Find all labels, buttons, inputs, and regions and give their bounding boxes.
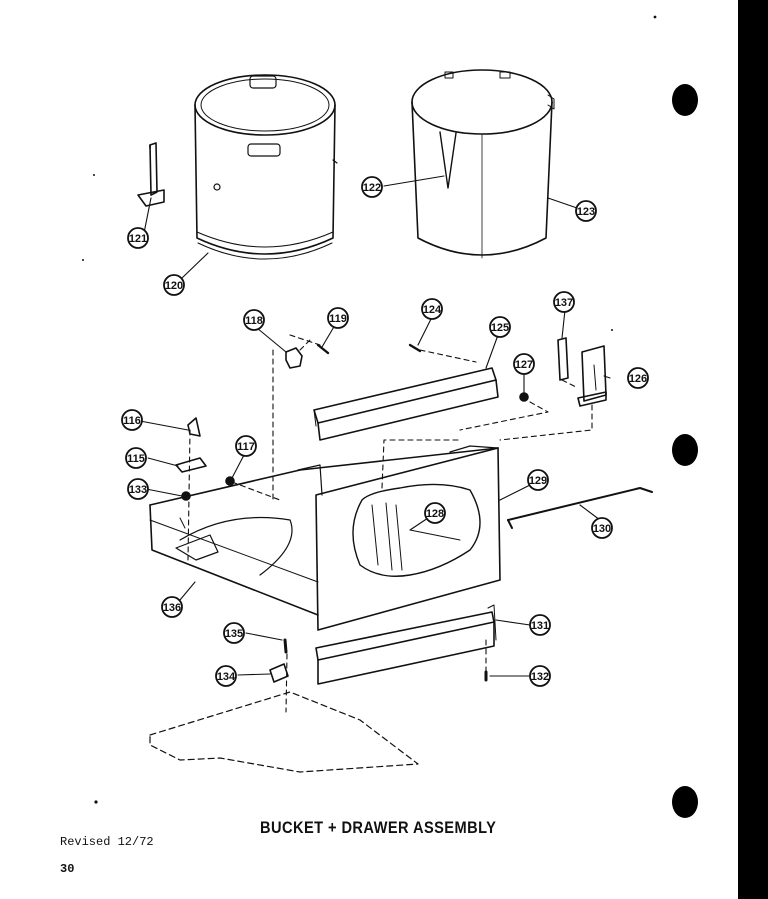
leader-lines [139, 175, 611, 677]
callout-label-121: 121 [129, 233, 147, 245]
callout-circle-128 [424, 502, 446, 524]
callout-circle-119 [327, 307, 349, 329]
latch-134 [269, 663, 289, 683]
callout-circle-116 [121, 409, 143, 431]
drawer-front-129 [297, 445, 501, 631]
screw-119 [316, 343, 330, 355]
callout-label-116: 116 [123, 415, 141, 427]
assembly-lines [187, 334, 593, 713]
callout-label-122: 122 [363, 182, 381, 194]
clip-118 [285, 347, 303, 369]
diagram-title: BUCKET + DRAWER ASSEMBLY [260, 818, 497, 837]
callout-circle-134 [215, 665, 237, 687]
callout-circle-132 [529, 665, 551, 687]
callout-label-124: 124 [423, 304, 442, 316]
callout-label-128: 128 [426, 508, 444, 520]
bracket-126 [577, 345, 607, 407]
pin-135 [283, 638, 288, 654]
nut-127 [519, 392, 529, 402]
callout-circle-125 [489, 316, 511, 338]
washer-117 [225, 476, 235, 486]
callout-label-123: 123 [577, 206, 595, 218]
bracket-121 [137, 142, 165, 207]
callout-label-117: 117 [237, 441, 255, 453]
callout-circle-122 [361, 176, 383, 198]
callout-circle-127 [513, 353, 535, 375]
callout-label-115: 115 [127, 453, 145, 465]
callout-label-134: 134 [217, 671, 236, 683]
callout-label-120: 120 [165, 280, 183, 292]
callout-circle-117 [235, 435, 257, 457]
clip-116 [187, 417, 201, 437]
scan-specks [82, 15, 657, 804]
clip-115 [175, 457, 207, 473]
page-edge-bar [738, 0, 768, 899]
bucket-liner-123 [411, 69, 555, 259]
callout-label-118: 118 [245, 315, 263, 327]
callout-circle-129 [527, 469, 549, 491]
callout-circle-120 [163, 274, 185, 296]
screw-124 [408, 343, 422, 353]
page-number: 30 [60, 862, 75, 876]
callout-circle-135 [223, 622, 245, 644]
floor-outline [149, 691, 419, 773]
callout-label-137: 137 [555, 297, 573, 309]
callout-label-132: 132 [531, 671, 549, 683]
drawer-frame-136 [149, 447, 499, 616]
callout-label-135: 135 [225, 628, 243, 640]
trim-strip-131 [315, 604, 497, 685]
strip-137 [557, 337, 569, 381]
callout-circle-131 [529, 614, 551, 636]
bucket-120 [194, 74, 338, 260]
revision-note: Revised 12/72 [60, 835, 154, 849]
callout-circle-118 [243, 309, 265, 331]
binder-hole-bottom [672, 786, 698, 818]
callout-circle-121 [127, 227, 149, 249]
callout-circle-124 [421, 298, 443, 320]
callout-labels: 115 116 117 118 119 120 121 122 123 124 125 126 127 1… [121, 176, 649, 687]
callout-label-136: 136 [163, 602, 181, 614]
callout-circle-123 [575, 200, 597, 222]
callout-circle-115 [125, 447, 147, 469]
callout-label-119: 119 [329, 313, 347, 325]
rod-130 [507, 487, 653, 529]
binder-hole-middle [672, 434, 698, 466]
callout-label-129: 129 [529, 475, 547, 487]
callout-circle-136 [161, 596, 183, 618]
callout-label-126: 126 [629, 373, 647, 385]
callout-label-131: 131 [531, 620, 549, 632]
callout-circle-130 [591, 517, 613, 539]
callout-label-130: 130 [593, 523, 611, 535]
callout-circle-137 [553, 291, 575, 313]
callout-label-125: 125 [491, 322, 509, 334]
callout-circle-126 [627, 367, 649, 389]
callout-label-127: 127 [515, 359, 533, 371]
callout-label-133: 133 [129, 484, 147, 496]
binder-hole-top [672, 84, 698, 116]
rail-125 [313, 367, 499, 441]
callout-circle-133 [127, 478, 149, 500]
